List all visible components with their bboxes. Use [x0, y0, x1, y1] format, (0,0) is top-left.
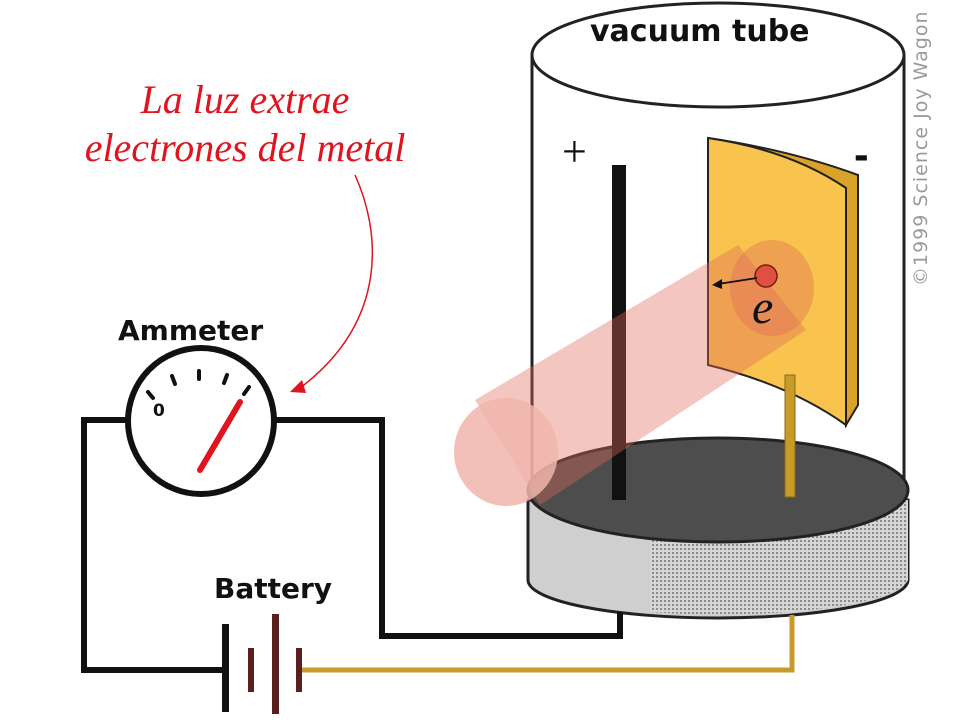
anode-plus-sign: +: [562, 127, 587, 176]
battery-label: Battery: [214, 572, 333, 605]
annotation-arrow: [290, 174, 374, 393]
copyright-notice: ©1999 Science Joy Wagon: [910, 10, 932, 286]
electron-label: e: [752, 281, 774, 334]
ammeter-dial: [125, 345, 277, 497]
anode-rod: [612, 165, 626, 500]
cathode-plate: [707, 136, 859, 498]
vacuum-tube-label: vacuum tube: [590, 14, 810, 49]
light-beam: [454, 240, 814, 506]
wires: [81, 417, 795, 673]
ammeter-label: Ammeter: [118, 314, 264, 347]
caption-line-1: La luz extrae: [140, 77, 350, 122]
electron: [712, 264, 778, 289]
ammeter-needle: [197, 399, 243, 473]
ammeter-zero-label: 0: [153, 401, 165, 421]
caption-line-2: electrones del metal: [84, 125, 406, 170]
cathode-minus-sign: -: [854, 130, 869, 179]
caption: La luz extrae electrones del metal: [40, 76, 450, 172]
battery-symbol: [222, 614, 302, 714]
